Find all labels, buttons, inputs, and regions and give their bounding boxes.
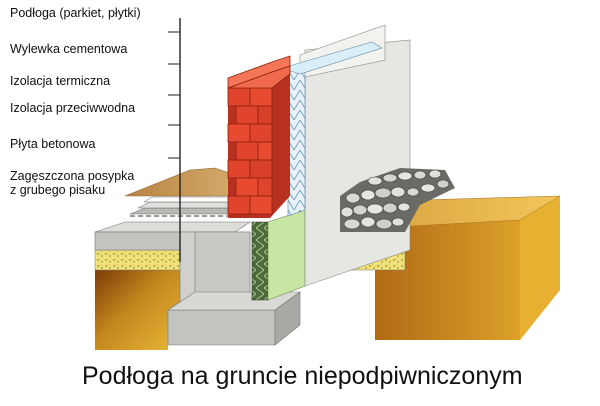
brick-wall-icon	[227, 55, 291, 218]
gravel-icon	[340, 168, 455, 232]
label-compacted-fill-line2: z grubego pisaku	[10, 183, 106, 197]
label-waterproofing: Izolacja przeciwwodna	[10, 101, 136, 115]
diagram-caption: Podłoga na gruncie niepodpiwniczonym	[82, 362, 523, 390]
label-floor: Podłoga (parkiet, płytki)	[10, 6, 141, 20]
label-screed: Wylewka cementowa	[10, 42, 128, 56]
label-compacted-fill: Zagęszczona posypka	[10, 169, 135, 183]
label-thermal-insulation: Izolacja termiczna	[10, 74, 111, 88]
label-concrete-slab: Płyta betonowa	[10, 137, 96, 151]
